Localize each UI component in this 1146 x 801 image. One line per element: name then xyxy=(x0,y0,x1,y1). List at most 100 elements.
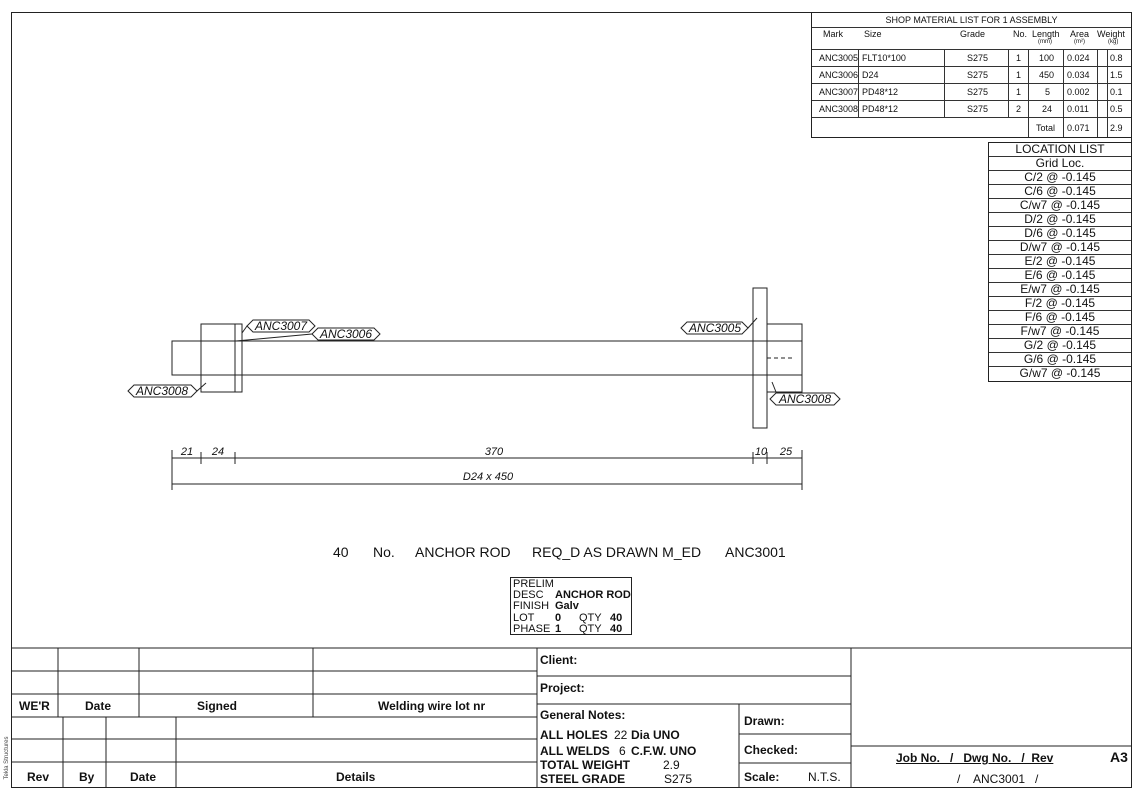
leader-line xyxy=(235,333,313,342)
dimension-extension-lines xyxy=(171,450,803,490)
table-row-weight: 0.1 xyxy=(1110,87,1123,97)
total-weight: 2.9 xyxy=(1110,123,1123,133)
notes-welds-value: 6 xyxy=(619,744,626,758)
plate-anc3007 xyxy=(234,323,243,393)
location-list-item: C/6 @ -0.145 xyxy=(989,185,1131,199)
notes-holes-suffix: Dia UNO xyxy=(631,728,680,742)
part-label-anc3008-left: ANC3008 xyxy=(135,384,188,398)
location-list-item: F/6 @ -0.145 xyxy=(989,311,1131,325)
table-row-size: FLT10*100 xyxy=(862,53,906,63)
assembly-no-label: No. xyxy=(373,544,395,560)
row-divider xyxy=(812,83,1131,84)
notes-welds-suffix: C.F.W. UNO xyxy=(631,744,697,758)
part-label-anc3006: ANC3006 xyxy=(319,327,372,341)
notes-weight-value: 2.9 xyxy=(663,758,680,772)
table-row-no: 1 xyxy=(1016,87,1022,97)
col-header-area-unit: (m²) xyxy=(1074,39,1085,45)
table-row-mark: ANC3006 xyxy=(819,70,859,80)
prelim-finish-label: FINISH xyxy=(513,600,550,612)
notes-holes-value: 22 xyxy=(614,728,628,742)
col-divider xyxy=(1028,49,1029,137)
col-divider xyxy=(1107,49,1108,137)
col-header-mark: Mark xyxy=(823,29,843,39)
project-label: Project: xyxy=(540,681,585,695)
notes-grade-label: STEEL GRADE xyxy=(540,772,626,786)
table-row-area: 0.011 xyxy=(1067,104,1089,114)
table-row-grade: S275 xyxy=(967,87,989,97)
scale-label: Scale: xyxy=(744,770,780,784)
table-row-area: 0.002 xyxy=(1067,87,1090,97)
col-header-weight: Weight xyxy=(1097,29,1125,39)
table-row-grade: S275 xyxy=(967,70,989,80)
table-row-area: 0.024 xyxy=(1067,53,1090,63)
table-row-no: 1 xyxy=(1016,70,1022,80)
col-divider xyxy=(1097,49,1098,137)
notes-grade-value: S275 xyxy=(664,772,693,786)
part-label-anc3007: ANC3007 xyxy=(254,319,308,333)
total-label: Total xyxy=(1036,123,1056,133)
col-header-size: Size xyxy=(864,29,882,39)
prelim-lot-qty-value: 40 xyxy=(610,612,623,624)
prelim-desc-label: DESC xyxy=(513,589,544,601)
rev-header-date: Date xyxy=(85,699,112,713)
location-list-item: C/w7 @ -0.145 xyxy=(989,199,1131,213)
dimension-text: 370 xyxy=(485,446,504,458)
job-dwg-rev-header: Job No. / Dwg No. / Rev xyxy=(896,751,1054,765)
col-divider xyxy=(858,49,859,117)
location-list-item: E/2 @ -0.145 xyxy=(989,255,1131,269)
drawn-label: Drawn: xyxy=(744,714,785,728)
table-row-grade: S275 xyxy=(967,104,989,114)
col-divider xyxy=(1063,49,1064,137)
row-divider xyxy=(812,100,1131,101)
part-label-anc3008-right: ANC3008 xyxy=(778,392,831,406)
notes-holes-label: ALL HOLES xyxy=(540,728,608,742)
rev-header-by: By xyxy=(79,770,95,784)
col-header-length-unit: (mm) xyxy=(1038,39,1052,45)
rev-header-welding: Welding wire lot nr xyxy=(378,699,486,713)
table-row-mark: ANC3005 xyxy=(819,53,859,63)
table-row-grade: S275 xyxy=(967,53,989,63)
prelim-phase-value: 1 xyxy=(555,623,562,635)
row-divider xyxy=(812,66,1131,67)
dimension-text: 25 xyxy=(779,446,793,458)
table-row-size: D24 xyxy=(862,70,879,80)
material-title-divider xyxy=(812,27,1131,28)
row-divider xyxy=(812,117,1131,118)
location-list-item: E/w7 @ -0.145 xyxy=(989,283,1131,297)
table-row-weight: 0.5 xyxy=(1110,104,1123,114)
label-tag xyxy=(246,319,316,333)
label-tag xyxy=(769,392,841,406)
table-row-mark: ANC3008 xyxy=(819,104,859,114)
location-list-item: E/6 @ -0.145 xyxy=(989,269,1131,283)
overall-dimension-text: D24 x 450 xyxy=(463,471,514,483)
prelim-phase-label: PHASE xyxy=(513,623,551,635)
location-list-item: D/w7 @ -0.145 xyxy=(989,241,1131,255)
table-row-length: 450 xyxy=(1039,70,1055,80)
col-header-area: Area xyxy=(1070,29,1090,39)
checked-label: Checked: xyxy=(744,743,799,757)
scale-value: N.T.S. xyxy=(808,770,841,784)
table-row-length: 100 xyxy=(1039,53,1055,63)
location-list-item: C/2 @ -0.145 xyxy=(989,171,1131,185)
location-list-item: F/2 @ -0.145 xyxy=(989,297,1131,311)
label-tag xyxy=(127,384,198,398)
table-row-size: PD48*12 xyxy=(862,87,899,97)
table-row-mark: ANC3007 xyxy=(819,87,859,97)
software-side-text: Tekla Structures xyxy=(4,736,10,780)
rev-header-details: Details xyxy=(336,770,376,784)
job-dwg-rev-value: / ANC3001 / xyxy=(957,772,1039,786)
label-tag xyxy=(311,327,381,341)
leader-line xyxy=(747,317,758,329)
location-list-title: LOCATION LIST xyxy=(989,143,1131,157)
table-row-weight: 1.5 xyxy=(1110,70,1123,80)
location-list-item: F/w7 @ -0.145 xyxy=(989,325,1131,339)
table-row-no: 1 xyxy=(1016,53,1022,63)
assembly-name: ANCHOR ROD xyxy=(415,544,511,560)
location-list-item: D/2 @ -0.145 xyxy=(989,213,1131,227)
assembly-remark: REQ_D AS DRAWN M_ED xyxy=(532,544,702,560)
material-list-table: SHOP MATERIAL LIST FOR 1 ASSEMBLY Mark S… xyxy=(811,12,1132,138)
rev-header-wer: WE'R xyxy=(19,699,50,713)
leader-line xyxy=(241,325,248,334)
prelim-phase-qty-label: QTY xyxy=(579,623,602,635)
